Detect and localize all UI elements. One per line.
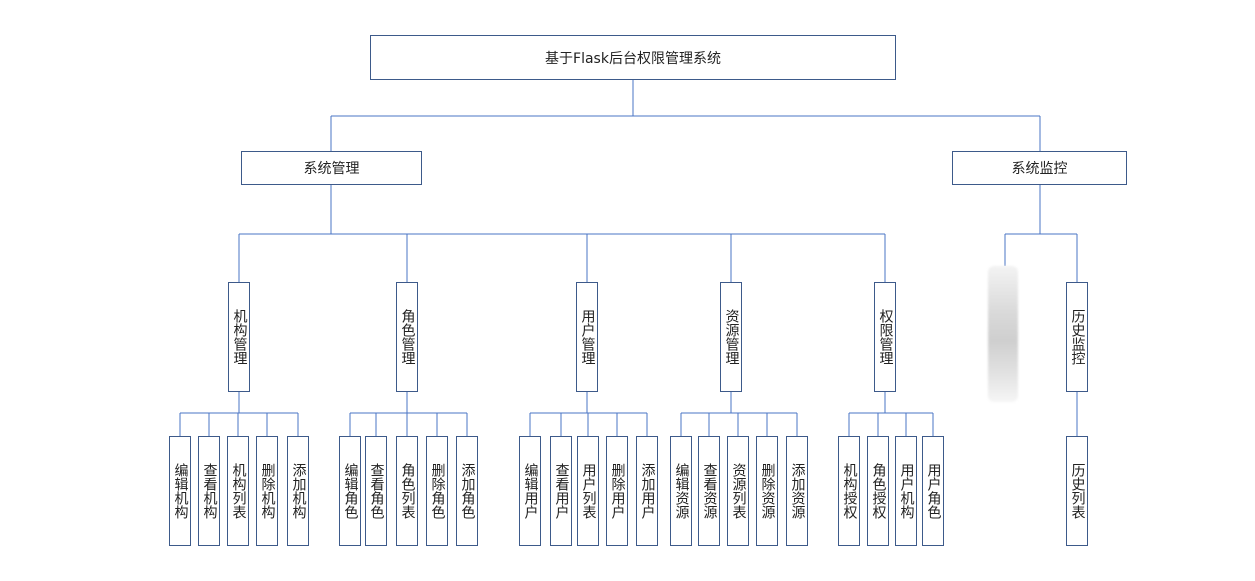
blurred-node: [988, 266, 1018, 402]
leaf-user-view: 查看用户: [550, 436, 572, 546]
leaf-resource-add: 添加资源: [786, 436, 808, 546]
leaf-history-list: 历史列表: [1066, 436, 1088, 546]
leaf-role-list: 角色列表: [396, 436, 418, 546]
leaf-role-add: 添加角色: [456, 436, 478, 546]
leaf-permission-org-grant: 机构授权: [838, 436, 860, 546]
node-role-management: 角色管理: [396, 282, 418, 392]
leaf-role-edit: 编辑角色: [339, 436, 361, 546]
leaf-org-list: 机构列表: [227, 436, 249, 546]
leaf-user-edit: 编辑用户: [519, 436, 541, 546]
node-resource-management: 资源管理: [720, 282, 742, 392]
node-user-management: 用户管理: [576, 282, 598, 392]
root-node: 基于Flask后台权限管理系统: [370, 35, 896, 80]
leaf-permission-role-grant: 角色授权: [867, 436, 889, 546]
leaf-user-list: 用户列表: [577, 436, 599, 546]
leaf-role-view: 查看角色: [365, 436, 387, 546]
leaf-resource-delete: 删除资源: [756, 436, 778, 546]
leaf-resource-view: 查看资源: [698, 436, 720, 546]
leaf-org-delete: 删除机构: [256, 436, 278, 546]
leaf-permission-user-role: 用户角色: [922, 436, 944, 546]
node-system-management: 系统管理: [241, 151, 422, 185]
node-history-monitoring: 历史监控: [1066, 282, 1088, 392]
node-permission-management: 权限管理: [874, 282, 896, 392]
leaf-user-add: 添加用户: [636, 436, 658, 546]
leaf-org-add: 添加机构: [287, 436, 309, 546]
leaf-permission-user-org: 用户机构: [895, 436, 917, 546]
leaf-user-delete: 删除用户: [606, 436, 628, 546]
leaf-resource-edit: 编辑资源: [670, 436, 692, 546]
node-system-monitoring: 系统监控: [952, 151, 1127, 185]
leaf-org-edit: 编辑机构: [169, 436, 191, 546]
node-org-management: 机构管理: [228, 282, 250, 392]
leaf-org-view: 查看机构: [198, 436, 220, 546]
leaf-role-delete: 删除角色: [426, 436, 448, 546]
leaf-resource-list: 资源列表: [727, 436, 749, 546]
